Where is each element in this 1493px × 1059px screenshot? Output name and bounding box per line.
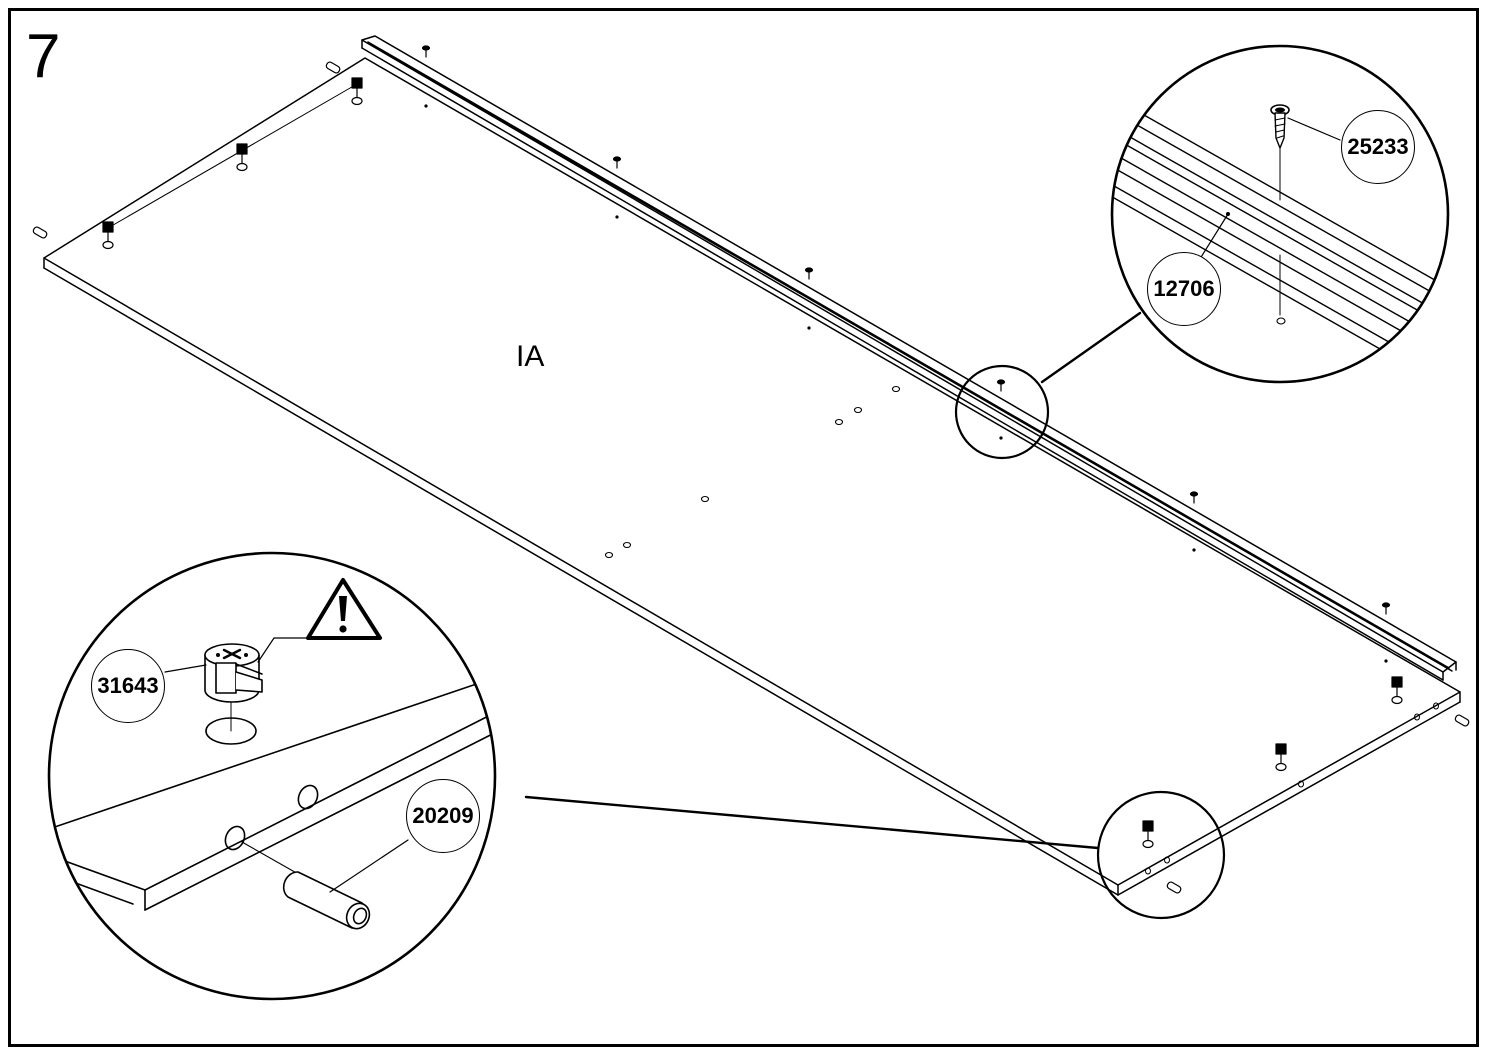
dowels (32, 61, 1470, 894)
dowel-20209-drawing (282, 871, 371, 930)
pilot-points (424, 104, 1388, 663)
edge-holes-right (1145, 702, 1439, 875)
cam-locks-right (1142, 676, 1403, 849)
detail-circle-rail (954, 364, 1050, 460)
diagram-frame (8, 8, 1479, 1047)
zoom-detail-corner (47, 551, 497, 1001)
step-number: 7 (26, 22, 61, 91)
zoom-leader-rail (1040, 311, 1142, 384)
part-callout-12706: 12706 (1147, 252, 1221, 326)
screw-25233-drawing (1270, 104, 1290, 149)
part-callout-20209: 20209 (406, 779, 480, 853)
part-callout-25233: 25233 (1341, 110, 1415, 184)
cam-guide-line (107, 83, 358, 229)
part-callout-31643: 31643 (91, 649, 165, 723)
panel-label: IA (516, 340, 545, 373)
rail-12706 (361, 35, 1457, 681)
cam-lock-31643-drawing (204, 643, 263, 703)
zoom-leader-corner (524, 795, 1100, 850)
panel-holes (604, 385, 901, 559)
detail-circle-corner (1096, 790, 1226, 920)
cam-locks-left (102, 77, 363, 250)
rail-screws (421, 45, 1391, 615)
panel-ia (43, 57, 1461, 896)
warning-triangle-icon (306, 578, 382, 640)
